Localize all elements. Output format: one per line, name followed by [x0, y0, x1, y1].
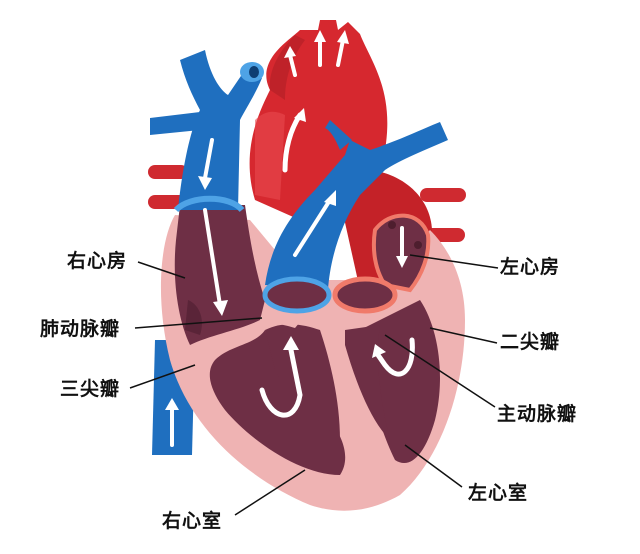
- valves: [270, 315, 362, 328]
- label-aortic-valve: 主动脉瓣: [497, 403, 578, 425]
- right-ventricle-chamber: [209, 330, 346, 475]
- label-right-ventricle: 右心室: [162, 510, 223, 532]
- pulmonary-veins-right: [420, 188, 466, 242]
- label-pulmonary-valve: 肺动脉瓣: [40, 318, 121, 340]
- label-left-atrium: 左心房: [500, 256, 561, 278]
- aortic-root: [332, 276, 398, 314]
- label-mitral-valve: 二尖瓣: [500, 331, 561, 353]
- label-right-atrium: 右心房: [67, 250, 128, 272]
- label-left-ventricle: 左心室: [468, 482, 529, 504]
- label-tricuspid-valve: 三尖瓣: [60, 378, 121, 400]
- leader-lines: [129, 254, 499, 516]
- pulmonary-artery: [262, 120, 448, 314]
- superior-vena-cava: [150, 50, 264, 213]
